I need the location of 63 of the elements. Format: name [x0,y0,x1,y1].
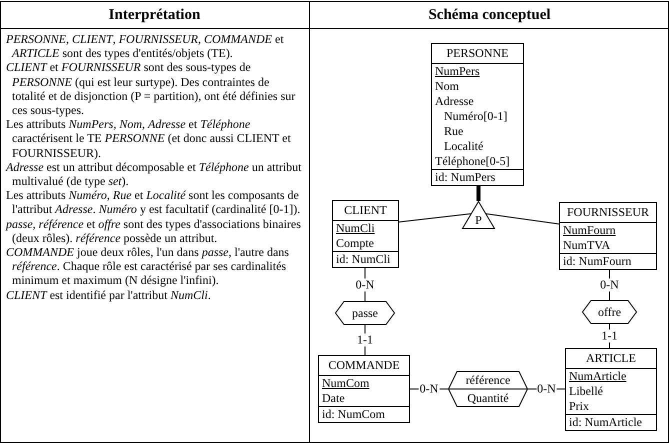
thick-connector [476,186,480,201]
entity-box [318,355,410,423]
attribute-name: Nom [435,79,459,94]
cardinality-label: 0-N [354,278,376,291]
entity-box [332,200,399,268]
connector-line [364,324,366,356]
text-paragraph: Les attributs Numéro, Rue et Localité sont les composants de l'attribut Adresse. Numéro y est facultatif (cardinalité [0-1]). [6,188,302,217]
text-paragraph: passe, référence et offre sont des types d'associations binaires (deux rôles). référence possède un attribut. [6,216,302,246]
attribute-name: NumPers [435,64,480,79]
entity-name: PERSONNE [432,44,523,64]
entity-name: CLIENT [333,201,398,221]
cardinality-label: 1-1 [356,334,374,346]
connector-line [609,324,610,348]
identifier-text: id: NumPers [435,170,496,185]
entity-box [559,202,657,270]
cardinality-label: 0-N [536,382,557,396]
entity-name: COMMANDE [319,356,409,376]
partition-letter: P [475,213,482,228]
partition-triangle [462,201,495,229]
relationship-name: référence [466,372,510,388]
connector-line [364,268,366,302]
entity-box [565,348,657,431]
identifier-text: id: NumArticle [569,415,642,430]
connector-line [398,213,472,222]
connector-line [609,270,610,300]
text-paragraph: Adresse est un attribut décomposable et Téléphone un attribut multivalué (de type set). [6,160,303,188]
attribute-name: Numéro[0-1] [443,109,508,124]
text-paragraph: CLIENT et FOURNISSEUR sont des sous-types de PERSONNE (qui est leur surtype). Des contraintes de totalité et de disjonction (P = partition), ont été définies sur ces sous-types. [6,60,296,118]
attribute-name: Rue [443,124,464,139]
cardinality-label: 0-N [599,278,620,292]
text-paragraph: CLIENT est identifié par l'attribut NumCli. [6,288,212,302]
column-header: Schéma conceptuel [427,6,552,25]
relationship-hexagon [582,300,637,324]
attribute-name: Prix [569,399,590,414]
connector-line [484,213,560,224]
attribute-name: NumTVA [563,238,610,253]
attribute-name: Adresse [435,94,474,109]
cardinality-label: 1-1 [600,330,618,342]
identifier-text: id: NumCli [336,252,390,267]
relationship-hexagon [448,371,528,407]
attribute-name: Téléphone[0-5] [435,154,510,169]
column-header: Interprétation [108,6,202,25]
text-paragraph: PERSONNE, CLIENT, FOURNISSEUR, COMMANDE et ARTICLE sont des types d'entités/objets (TE). [6,32,285,60]
attribute-name: Quantité [467,390,509,406]
attribute-name: NumCli [336,221,375,236]
text-paragraph: COMMANDE joue deux rôles, l'un dans passe, l'autre dans référence. Chaque rôle est caractérisé par ses cardinalités minimum et maximum (N désigne l'infini). [6,245,290,288]
attribute-name: NumArticle [569,369,626,384]
attribute-name: Date [322,391,345,406]
attribute-name: NumCom [322,376,370,391]
identifier-text: id: NumCom [322,407,386,422]
cardinality-label: 0-N [418,382,440,396]
relationship-hexagon [335,301,395,325]
relationship-name: offre [598,304,622,320]
text-paragraph: Les attributs NumPers, Nom, Adresse et Téléphone caractérisent le TE PERSONNE (et donc aussi CLIENT et FOURNISSEUR). [6,117,292,160]
attribute-name: Localité [443,139,484,154]
attribute-name: NumFourn [563,223,616,238]
relationship-name: passe [352,306,378,320]
identifier-text: id: NumFourn [563,254,632,269]
entity-name: FOURNISSEUR [560,203,656,223]
attribute-name: Libellé [569,384,603,399]
entity-name: ARTICLE [566,349,656,369]
attribute-name: Compte [336,236,374,251]
entity-box [431,43,524,186]
